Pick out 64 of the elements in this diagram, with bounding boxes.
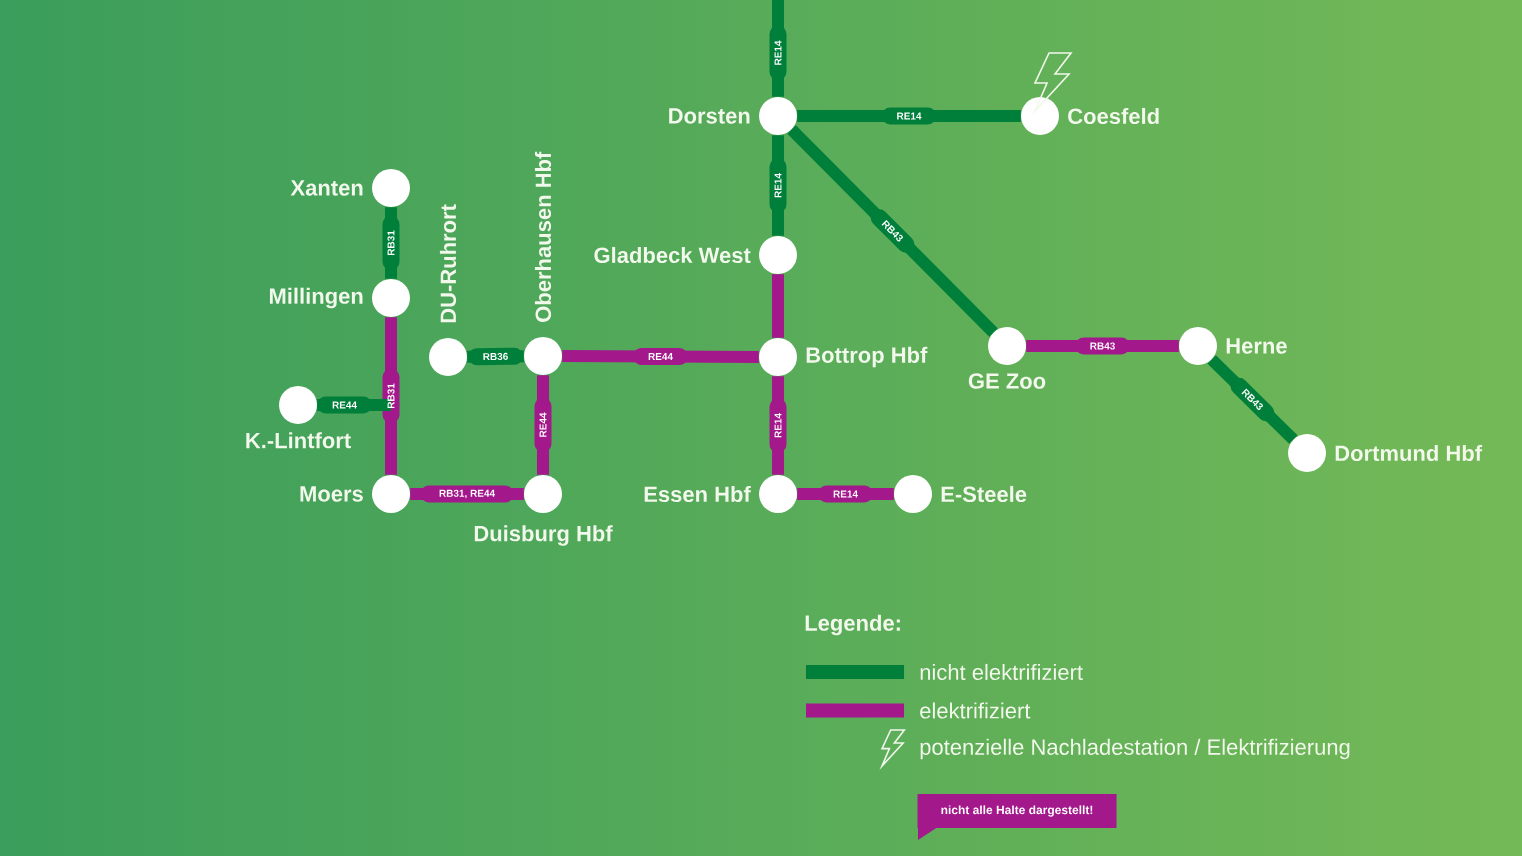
node-label: Dortmund Hbf: [1335, 444, 1483, 462]
node-label: Coesfeld: [1068, 107, 1159, 125]
node-label: Oberhausen Hbf: [534, 151, 552, 322]
station: Essen Hbf: [644, 475, 797, 513]
note-callout: nicht alle Halte dargestellt!: [917, 794, 1117, 840]
station: Gladbeck West: [594, 236, 797, 274]
node-label: E-Steele: [941, 485, 1027, 503]
line-label: RE14: [774, 40, 782, 65]
line-label: RB31: [387, 383, 395, 409]
station: Millingen: [269, 279, 410, 317]
line-label: RE44: [648, 353, 673, 360]
line-label: RE14: [774, 413, 782, 438]
station: Coesfeld: [1021, 97, 1159, 135]
line-label: RE14: [897, 112, 922, 120]
legend-text: potenzielle Nachladestation / Elektrifizierung: [920, 738, 1350, 760]
node-label: Moers: [300, 486, 363, 502]
line-label: RB31, RE44: [439, 489, 495, 499]
rail-line: [382, 207, 400, 279]
node-label: Millingen: [269, 287, 363, 309]
rail-line: [1026, 337, 1179, 355]
rail-line: [769, 0, 787, 97]
line-label: RB31: [387, 230, 395, 256]
line-label: RB36: [483, 352, 508, 361]
line-label: RE14: [774, 173, 782, 198]
station: Herne: [1179, 327, 1287, 365]
station: GE Zoo: [968, 327, 1046, 389]
line-label: RE14: [833, 490, 858, 498]
station: Xanten: [290, 169, 410, 207]
rail-line: [410, 485, 524, 503]
rail-line: [772, 274, 784, 338]
station: Moers: [300, 475, 410, 513]
station: Dortmund Hbf: [1288, 434, 1483, 472]
rail-line: [797, 485, 894, 503]
station: E-Steele: [894, 475, 1027, 513]
node-label: Essen Hbf: [644, 485, 751, 503]
rail-line: [562, 347, 759, 366]
station: Dorsten: [669, 97, 797, 135]
station: Bottrop Hbf: [759, 338, 928, 376]
station: DU-Ruhrort: [429, 204, 467, 376]
node-label: DU-Ruhrort: [439, 204, 457, 323]
line-label: RE44: [539, 412, 547, 437]
legend-title: Legende:: [805, 614, 900, 636]
node-label: Xanten: [290, 180, 363, 196]
rail-line: [769, 135, 787, 236]
node-label: Bottrop Hbf: [806, 346, 928, 368]
rail-line: [797, 107, 1021, 125]
line-label: RE44: [332, 401, 357, 409]
rail-line: [787, 125, 998, 337]
station: Oberhausen Hbf: [524, 151, 562, 375]
node-label: Herne: [1226, 338, 1287, 354]
rail-line: [317, 396, 391, 414]
legend-text: nicht elektrifiziert: [920, 663, 1083, 681]
node-label: Dorsten: [669, 108, 750, 124]
rail-line: [382, 317, 400, 475]
node-label: K.-Lintfort: [246, 432, 351, 449]
node-label: Gladbeck West: [594, 246, 751, 264]
node-label: GE Zoo: [968, 373, 1046, 389]
rail-line: [534, 375, 552, 475]
legend-text: elektrifiziert: [920, 702, 1031, 719]
node-label: Duisburg Hbf: [474, 525, 613, 546]
line-label: RB43: [1090, 342, 1115, 350]
rail-line: [769, 376, 787, 475]
rail-line: [1207, 355, 1298, 444]
rail-line: [467, 347, 524, 366]
